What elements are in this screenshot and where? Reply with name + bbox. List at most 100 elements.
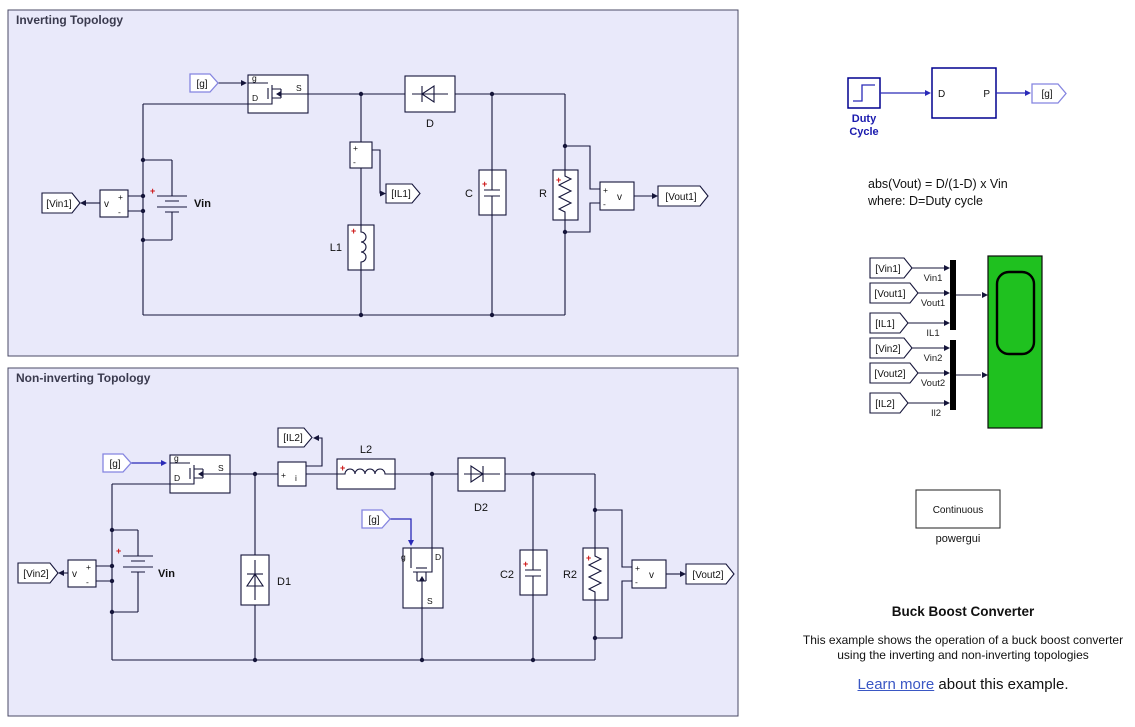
capacitor-block-c2[interactable]: + C2 (500, 549, 548, 596)
goto-tag-g-main[interactable]: [g] (1031, 83, 1067, 104)
inductor-label: L2 (360, 444, 372, 456)
goto-tag-vin1[interactable]: [Vin1] (41, 192, 81, 214)
i-mark: i (295, 473, 297, 483)
from-tag-vin2[interactable]: [Vin2] (869, 337, 913, 359)
goto-tag-vin2[interactable]: [Vin2] (17, 562, 59, 584)
tag-label: [Vin1] (46, 199, 72, 210)
wire-arrows (58, 435, 686, 577)
signal-label: Il2 (931, 408, 941, 419)
description-line2: using the inverting and non-inverting to… (837, 647, 1089, 662)
source-label: Vin (158, 568, 175, 580)
voltage-measurement-vin2[interactable]: v + - (67, 559, 97, 588)
source-label: Vin (194, 198, 211, 210)
signal-label: Vout2 (921, 378, 945, 389)
resistor-block-r[interactable]: + R (539, 169, 579, 221)
plus-mark: + (482, 179, 487, 189)
diode-block-d1[interactable]: D1 (240, 554, 291, 606)
step-block[interactable] (847, 77, 881, 109)
subsystem-outport: P (983, 89, 990, 100)
goto-tag-g2a[interactable]: [g] (102, 453, 132, 473)
junction-dots (140, 91, 568, 318)
port-d: D (252, 93, 258, 103)
mosfet-block-2a[interactable]: g S D (169, 453, 231, 494)
duty-cycle-chain: Duty Cycle D P [g] (847, 67, 1067, 138)
diode-block-d2[interactable]: D2 (457, 457, 506, 514)
signal-label: Vin1 (924, 273, 943, 284)
mux-1[interactable] (950, 260, 956, 330)
learn-more-line: Learn more about this example. (781, 676, 1135, 693)
goto-tag-g2b[interactable]: [g] (361, 509, 391, 529)
plus-mark: + (353, 143, 358, 153)
dc-source-vin1[interactable]: + Vin (150, 186, 211, 210)
mosfet-block-2b[interactable]: g D S (401, 547, 444, 609)
minus-mark: - (603, 199, 606, 209)
tag-label: [IL2] (283, 433, 303, 444)
signal-label: IL1 (926, 328, 939, 339)
goto-tag-il1[interactable]: [IL1] (385, 183, 421, 204)
from-tag-vout1[interactable]: [Vout1] (869, 282, 919, 304)
powergui-block[interactable]: Continuous powergui (915, 489, 1001, 545)
plus-mark: + (635, 563, 640, 573)
goto-tag-g1[interactable]: [g] (189, 73, 219, 93)
panel-title: Non-inverting Topology (16, 371, 151, 385)
goto-tag-vout2[interactable]: [Vout2] (685, 563, 735, 585)
tag-label: [Vout2] (874, 369, 905, 380)
mux-2[interactable] (950, 340, 956, 410)
wire-arrows (80, 80, 658, 206)
equation-line1: abs(Vout) = D/(1-D) x Vin (868, 177, 1008, 191)
inductor-block-l1[interactable]: + L1 (330, 224, 375, 271)
voltage-measurement-vin1[interactable]: v + - (99, 189, 129, 218)
equation-note: abs(Vout) = D/(1-D) x Vin where: D=Duty … (868, 176, 1135, 210)
current-measurement-1[interactable]: + - (349, 141, 373, 169)
plus-mark: + (351, 226, 356, 236)
capacitor-block-c[interactable]: + C (465, 169, 507, 216)
goto-tag-vout1[interactable]: [Vout1] (657, 185, 709, 207)
inverting-topology-panel: Inverting Topology (7, 9, 739, 357)
goto-tag-il2[interactable]: [IL2] (277, 427, 313, 448)
v-mark: v (72, 569, 77, 580)
from-tag-il1[interactable]: [IL1] (869, 312, 909, 334)
minus-mark: - (635, 577, 638, 587)
arrowhead (925, 90, 931, 96)
inductor-block-l2[interactable]: + L2 (336, 444, 396, 490)
tag-label: [IL1] (391, 189, 411, 200)
scope-arrows (944, 265, 988, 406)
diode-label: D (426, 118, 434, 130)
voltage-measurement-vout2[interactable]: + - v (631, 559, 667, 589)
powergui-mode: Continuous (933, 505, 984, 516)
tag-label: [g] (109, 459, 120, 470)
wires (64, 437, 680, 661)
scope-block[interactable] (987, 255, 1043, 429)
voltage-measurement-vout1[interactable]: + - v (599, 181, 635, 211)
duty-cycle-label-line2: Cycle (849, 126, 878, 138)
current-measurement-2[interactable]: + i (277, 461, 307, 487)
pwm-subsystem-block[interactable]: D P (931, 67, 997, 119)
minus-mark: - (86, 577, 89, 587)
port-d: D (174, 473, 180, 483)
minus-mark: - (353, 157, 356, 167)
learn-more-link[interactable]: Learn more (857, 676, 935, 693)
tag-label: [g] (196, 79, 207, 90)
tag-label: [IL1] (875, 319, 895, 330)
wires (86, 82, 652, 316)
from-tag-vout2[interactable]: [Vout2] (869, 362, 919, 384)
tag-label: [Vin2] (875, 344, 901, 355)
plus-mark: + (586, 553, 591, 563)
from-tag-vin1[interactable]: [Vin1] (869, 257, 913, 279)
panel-area[interactable] (7, 367, 739, 717)
signal-label: Vin2 (924, 353, 943, 364)
resistor-block-r2[interactable]: + R2 (563, 547, 609, 601)
from-tag-il2[interactable]: [IL2] (869, 392, 909, 414)
port-s: S (296, 83, 302, 93)
inductor-label: L1 (330, 242, 342, 254)
tag-label: [IL2] (875, 399, 895, 410)
port-g: g (252, 73, 257, 83)
dc-source-vin2[interactable]: + Vin (116, 546, 175, 580)
v-mark: v (649, 570, 654, 581)
minus-mark: - (118, 207, 121, 217)
scope-section: [Vin1] [Vout1] [IL1] [Vin2] [Vout2] [IL2… (869, 255, 1043, 429)
diode-block-d[interactable]: D (404, 75, 456, 130)
mosfet-block-1[interactable]: g S D (247, 73, 309, 114)
